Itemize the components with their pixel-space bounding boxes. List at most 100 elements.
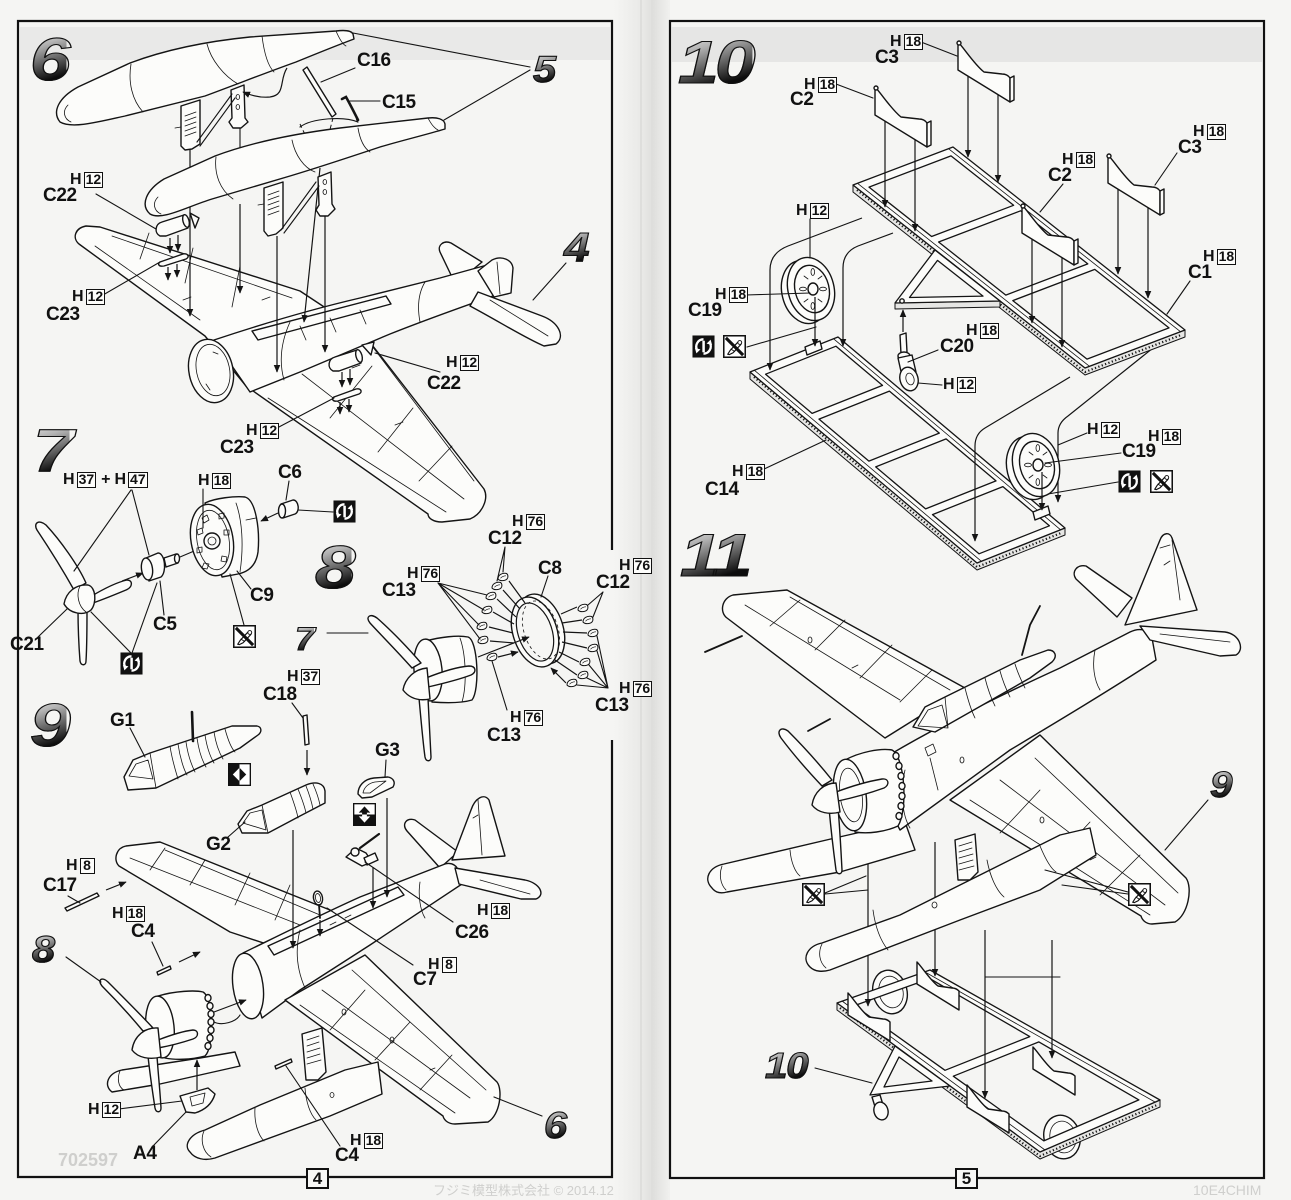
paint-prefix: H [1062,151,1074,168]
leader-line-icon [229,573,245,626]
paint-code-box: 76 [632,680,653,697]
assembly-arrow [213,999,247,1013]
part-c4-rod [156,965,172,976]
part-a4-intake [179,1087,216,1114]
leader-line-h12 [917,382,943,386]
paint-code-box: 18 [211,472,232,489]
cylinder-face [277,503,287,519]
page-number: 5 [955,1168,978,1189]
canopy-glazing [237,782,326,834]
gun-ring [350,847,360,857]
part-label-c19: C19 [688,300,722,321]
option-up-down-arrow-icon [353,803,376,826]
gutter-shade [614,0,670,1200]
part-label-c22: C22 [427,373,461,394]
cradle-knob [1020,203,1026,209]
assembly-arrow [971,376,1071,542]
leader-line-g3 [384,759,387,778]
exhaust-stack [895,761,903,771]
wing-far [721,589,966,739]
step-number-11: 11 [679,522,753,589]
part-label-c3: C3 [1178,137,1202,158]
paint-code-box: 12 [1100,421,1121,438]
vertical-fin [451,796,506,861]
paint-prefix: H [966,322,978,339]
spoke-holes [1024,444,1052,486]
hub-face [140,557,154,581]
strut-slots [306,1035,322,1065]
bomb-fin [361,341,375,356]
part-c16-strut [302,66,337,118]
paint-prefix: H [943,376,955,393]
paint-prefix: H [198,472,210,489]
paint-code-box: 18 [490,902,511,919]
option-split-diamond-icon [228,763,251,786]
assembly-arrow [178,951,201,963]
part-label-c23: C23 [220,437,254,458]
leader-line-c6 [285,480,290,501]
paint-code-box: 12 [956,376,977,393]
spinner-seam [77,585,87,613]
loop-inner [315,893,321,903]
leader-line-c4 [151,941,164,967]
rail-grooves [754,338,1061,562]
tail-panel-lines [472,799,531,895]
subassembly-ref-10: 10 [764,1045,809,1086]
engine-propeller-assembly [367,615,478,762]
float-near [805,827,1097,972]
leader-line-c1 [1166,280,1191,315]
engine-propeller-assembly [99,978,215,1113]
paint-code-box: 18 [1075,151,1096,168]
canopy [912,649,1056,733]
paint-code-box: 18 [745,463,766,480]
part-label-c17: C17 [43,875,77,896]
leader-line-icon [90,582,158,654]
horizontal-stabilizer-far [438,241,483,278]
paint-prefix: H [796,202,808,219]
part-label-c2: C2 [790,89,814,110]
cradle-edge [1159,188,1165,216]
propeller-spinner [63,584,96,615]
part-label-g2: G2 [206,834,231,855]
assembly-line [213,1014,241,1025]
shaft-end [173,553,181,564]
subassembly-ref-7: 7 [294,621,315,657]
propeller-blade [828,807,843,875]
fin-panel-lines [1159,539,1181,601]
part-label-a4: A4 [133,1143,157,1164]
subassembly-ref-8: 8 [31,929,55,970]
propeller-blade [157,1029,199,1049]
leader-line-icons [1047,481,1119,495]
part-label-c4: C4 [131,921,155,942]
part-label-c15: C15 [382,92,416,113]
cradle-edge [1009,75,1015,103]
leader-line-h12 [118,1100,183,1110]
paint-prefix: H [619,680,631,697]
canopy-frames [917,663,1026,729]
leader-line-c9 [236,570,252,590]
part-label-c16: C16 [357,50,391,71]
part-c23-rack [157,253,189,267]
cradle-plate [847,992,891,1042]
part-c2-cradle [873,85,932,148]
assembly-arrow [260,512,279,522]
tail-panel-lines [489,261,549,337]
part-c4-rod [274,1058,293,1070]
paint-code-box: 18 [728,286,749,303]
assembly-arrow [242,67,288,98]
paint-prefix: H [246,422,258,439]
float-body [144,117,446,217]
leader-line-g1 [129,727,146,758]
assembly-arrow [839,232,894,347]
paint-prefix: H [1203,248,1215,265]
strut-slots [174,111,197,137]
paint-code-box: 76 [525,513,546,530]
float-lower [144,117,446,237]
